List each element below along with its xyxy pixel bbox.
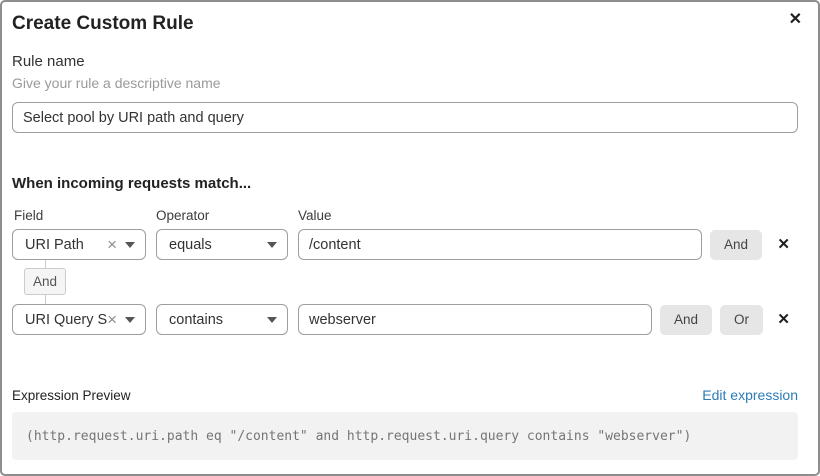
rule-name-label: Rule name [12,53,85,70]
expression-preview-label: Expression Preview [12,387,131,403]
condition-row-2: URI Query St... × contains And Or ✕ [12,304,798,335]
remove-condition-icon[interactable]: ✕ [777,236,790,253]
add-and-button[interactable]: And [660,304,713,335]
expression-code: (http.request.uri.path eq "/content" and… [26,428,692,444]
operator-select[interactable]: equals [156,229,288,260]
chevron-down-icon [267,241,277,248]
field-select[interactable]: URI Path × [12,229,146,260]
edit-expression-link[interactable]: Edit expression [702,387,798,403]
rule-name-helper: Give your rule a descriptive name [12,75,221,91]
connector-line [45,295,46,304]
field-select-value: URI Query St... [25,311,108,328]
connector-line [45,260,46,268]
rule-name-input[interactable] [12,102,798,133]
chevron-down-icon [125,316,135,323]
chevron-down-icon [267,316,277,323]
remove-condition-icon[interactable]: ✕ [777,311,790,328]
condition-row-1: URI Path × equals And ✕ [12,229,798,260]
condition-column-labels: Field Operator Value [12,208,798,224]
value-input[interactable] [298,229,702,260]
value-input[interactable] [298,304,652,335]
value-column-label: Value [298,208,332,223]
close-icon[interactable]: ✕ [785,8,806,32]
page-title: Create Custom Rule [12,13,194,34]
clear-icon[interactable]: × [107,235,117,254]
expression-code-block: (http.request.uri.path eq "/content" and… [12,412,798,460]
field-column-label: Field [14,208,44,223]
and-connector-badge: And [24,268,66,295]
add-or-button[interactable]: Or [720,304,764,335]
field-select[interactable]: URI Query St... × [12,304,146,335]
chevron-down-icon [125,241,135,248]
field-select-value: URI Path [25,236,84,253]
operator-select-value: contains [169,311,224,328]
operator-column-label: Operator [156,208,210,223]
dialog-content: Create Custom Rule Rule name Give your r… [2,12,818,460]
add-and-button[interactable]: And [710,229,763,260]
clear-icon[interactable]: × [107,310,117,329]
operator-select-value: equals [169,236,212,253]
expression-preview-header: Expression Preview Edit expression [12,387,798,403]
operator-select[interactable]: contains [156,304,288,335]
match-heading: When incoming requests match... [12,175,252,192]
